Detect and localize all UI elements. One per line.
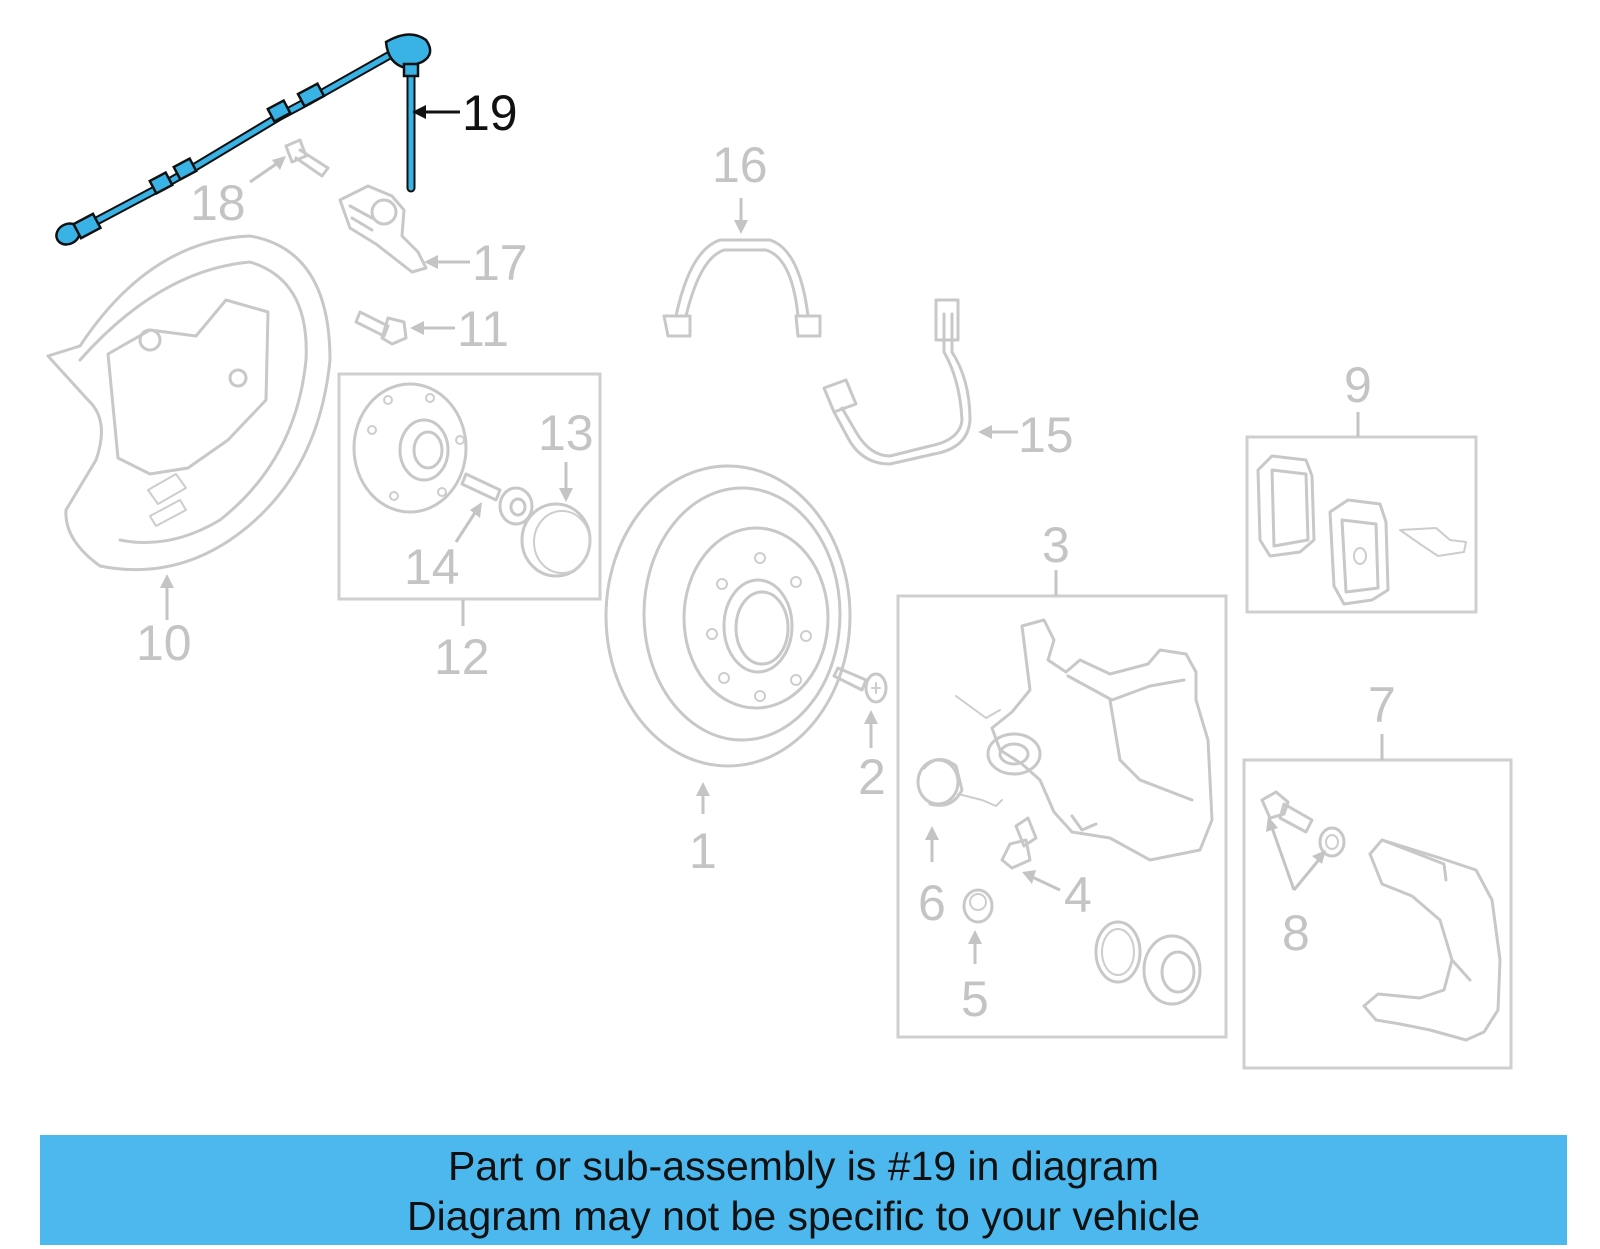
part-11-bolt[interactable] [354, 310, 408, 346]
part-8-guide-pins[interactable] [1260, 790, 1346, 858]
callout-6: 6 [918, 826, 946, 931]
part-9-brake-pads[interactable] [1256, 454, 1467, 606]
part-1-brake-rotor[interactable] [604, 464, 852, 768]
callout-4: 4 [1022, 867, 1092, 923]
callout-16-label: 16 [712, 137, 768, 193]
callout-15: 15 [978, 407, 1074, 463]
callout-15-label: 15 [1018, 407, 1074, 463]
callout-5: 5 [961, 930, 989, 1027]
part-15-brake-line[interactable] [822, 298, 972, 466]
part-3-brake-caliper[interactable] [955, 618, 1214, 862]
callout-5-label: 5 [961, 971, 989, 1027]
callout-3: 3 [1042, 517, 1070, 596]
callout-12: 12 [434, 600, 490, 685]
callout-9: 9 [1344, 357, 1372, 437]
part-2-rotor-screw[interactable] [832, 666, 888, 704]
part-18-bolt[interactable] [284, 138, 330, 178]
callout-19: 19 [412, 85, 518, 141]
callout-17-label: 17 [472, 235, 528, 291]
callout-10-label: 10 [136, 615, 192, 671]
callout-17: 17 [424, 235, 528, 291]
callout-3-label: 3 [1042, 517, 1070, 573]
callout-13-label: 13 [538, 405, 594, 461]
part-12-hub-box [337, 372, 602, 601]
callout-2: 2 [858, 710, 886, 805]
part-7-caliper-bracket[interactable] [1362, 838, 1502, 1042]
part-5-bleeder-cap[interactable] [962, 888, 994, 924]
part-3-caliper-box [896, 594, 1228, 1039]
callout-8: 8 [1266, 816, 1326, 961]
callout-2-label: 2 [858, 749, 886, 805]
part-16-brake-hose[interactable] [662, 238, 822, 338]
callout-19-label: 19 [462, 85, 518, 141]
callout-1: 1 [689, 782, 717, 879]
callout-8-label: 8 [1282, 905, 1310, 961]
part-4-bleeder-screw[interactable] [1000, 816, 1038, 870]
part-9-pads-box [1245, 435, 1478, 614]
part-17-wheel-speed-sensor[interactable] [338, 184, 428, 274]
callout-14-label: 14 [404, 539, 460, 595]
part-7-bracket-box [1242, 758, 1513, 1070]
part-14-wheel-bolt[interactable] [460, 472, 534, 526]
part-12-wheel-hub[interactable] [352, 382, 468, 514]
part-10-backing-plate[interactable] [46, 234, 332, 572]
callout-16: 16 [712, 137, 768, 234]
banner-line-1: Part or sub-assembly is #19 in diagram [448, 1143, 1159, 1189]
callout-1-label: 1 [689, 823, 717, 879]
part-3-piston-seal[interactable] [1094, 920, 1202, 1006]
callout-18: 18 [190, 156, 286, 231]
callout-18-label: 18 [190, 175, 246, 231]
part-13-dust-cap[interactable] [520, 502, 592, 578]
callout-6-label: 6 [918, 875, 946, 931]
callout-11-label: 11 [457, 301, 509, 357]
callout-14: 14 [404, 502, 482, 595]
info-banner: Part or sub-assembly is #19 in diagram D… [40, 1135, 1567, 1245]
callout-10: 10 [136, 574, 192, 671]
part-19-abs-sensor-wire[interactable] [53, 33, 432, 248]
callout-7-label: 7 [1368, 677, 1396, 733]
callout-11: 11 [410, 301, 509, 357]
callout-4-label: 4 [1064, 867, 1092, 923]
callout-12-label: 12 [434, 629, 490, 685]
banner-line-2: Diagram may not be specific to your vehi… [406, 1193, 1200, 1239]
part-6-spring-clip[interactable] [916, 758, 1003, 807]
callout-9-label: 9 [1344, 357, 1372, 413]
callout-7: 7 [1368, 677, 1396, 760]
callout-13: 13 [538, 405, 594, 502]
parts-diagram: 19 18 17 11 10 [46, 33, 1513, 1070]
